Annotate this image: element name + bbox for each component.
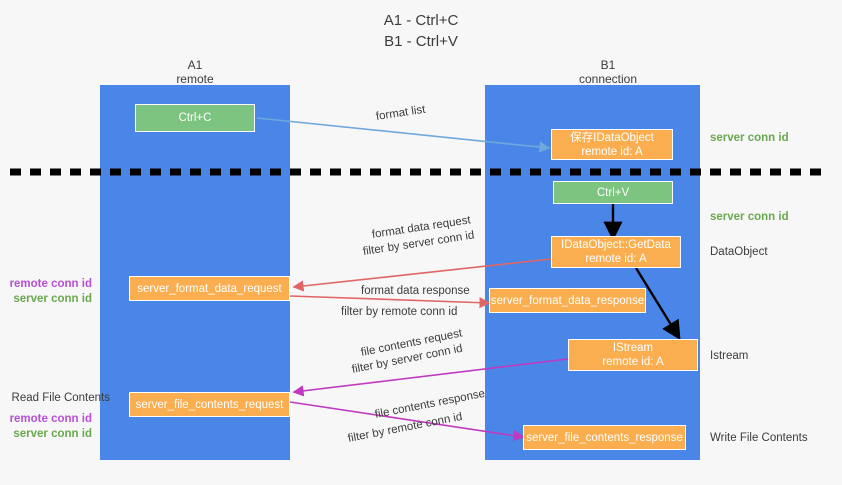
note-conn-id-group-1: remote conn id server conn id	[0, 277, 92, 307]
note-server-conn-id: server conn id	[13, 293, 92, 305]
filter-prefix: filter by	[341, 306, 379, 318]
box-server-file-contents-request-label: server_file_contents_request	[135, 398, 284, 411]
label-format-data-response-filter: filter by remote conn id	[341, 305, 457, 319]
box-istream-line2: remote id: A	[602, 356, 664, 368]
note-read-file-contents-group: Read File Contents	[0, 391, 110, 406]
note-write-file-contents: Write File Contents	[710, 432, 808, 444]
note-server-conn-id: server conn id	[13, 428, 92, 440]
note-remote-conn-id: remote conn id	[9, 278, 92, 290]
box-getdata[interactable]: IDataObject::GetData remote id: A	[551, 236, 681, 268]
lane-a1-sub: remote	[176, 72, 214, 86]
box-save-idataobject-line2: remote id: A	[581, 145, 643, 158]
title-line-2: B1 - Ctrl+V	[384, 33, 458, 50]
lane-a1-name: A1	[187, 58, 203, 72]
lane-b1-name: B1	[600, 58, 616, 72]
lane-header-b1: B1 connection	[528, 58, 688, 86]
box-istream-line1: IStream	[612, 342, 654, 354]
arrow-file-contents-response	[289, 401, 525, 442]
box-ctrl-v-label: Ctrl+V	[596, 186, 630, 199]
note-conn-id-group-2: remote conn id server conn id	[0, 412, 92, 442]
arrow-getdata-to-istream	[634, 267, 681, 341]
note-server-conn-id-top: server conn id	[710, 132, 789, 144]
box-server-file-contents-response[interactable]: server_file_contents_response	[523, 425, 686, 450]
lane-b1-sub: connection	[578, 72, 638, 86]
lane-header-a1: A1 remote	[115, 58, 275, 86]
note-istream: Istream	[710, 350, 749, 362]
box-server-format-data-response[interactable]: server_format_data_response	[489, 288, 646, 313]
note-dataobject: DataObject	[710, 246, 768, 258]
box-server-file-contents-request[interactable]: server_file_contents_request	[129, 392, 290, 417]
box-save-idataobject-line1: 保存IDataObject	[570, 131, 654, 144]
box-server-file-contents-response-label: server_file_contents_response	[526, 431, 683, 444]
box-ctrl-v[interactable]: Ctrl+V	[553, 181, 673, 204]
box-istream[interactable]: IStream remote id: A	[568, 339, 698, 371]
arrow-format-list	[256, 117, 551, 153]
box-server-format-data-request[interactable]: server_format_data_request	[129, 276, 290, 301]
note-remote-conn-id: remote conn id	[9, 413, 92, 425]
page-title: A1 - Ctrl+C B1 - Ctrl+V	[0, 10, 842, 52]
label-format-data-response: format data response	[361, 285, 470, 297]
box-getdata-line1: IDataObject::GetData	[561, 239, 671, 251]
arrow-format-data-response	[289, 295, 491, 309]
arrow-file-contents-request	[292, 358, 569, 397]
box-ctrl-c[interactable]: Ctrl+C	[135, 104, 255, 132]
filter-value-remote-conn-id: remote conn id	[381, 306, 458, 318]
box-save-idataobject[interactable]: 保存IDataObject remote id: A	[551, 129, 673, 160]
box-server-format-data-request-label: server_format_data_request	[137, 282, 282, 295]
arrow-format-data-request	[292, 258, 552, 292]
box-server-format-data-response-text: server_format_data_response	[490, 294, 645, 307]
title-line-1: A1 - Ctrl+C	[383, 12, 459, 29]
note-read-file-contents: Read File Contents	[11, 392, 110, 404]
box-getdata-line2: remote id: A	[585, 253, 647, 265]
note-server-conn-id-mid: server conn id	[710, 211, 789, 223]
box-ctrl-c-label: Ctrl+C	[178, 112, 212, 124]
